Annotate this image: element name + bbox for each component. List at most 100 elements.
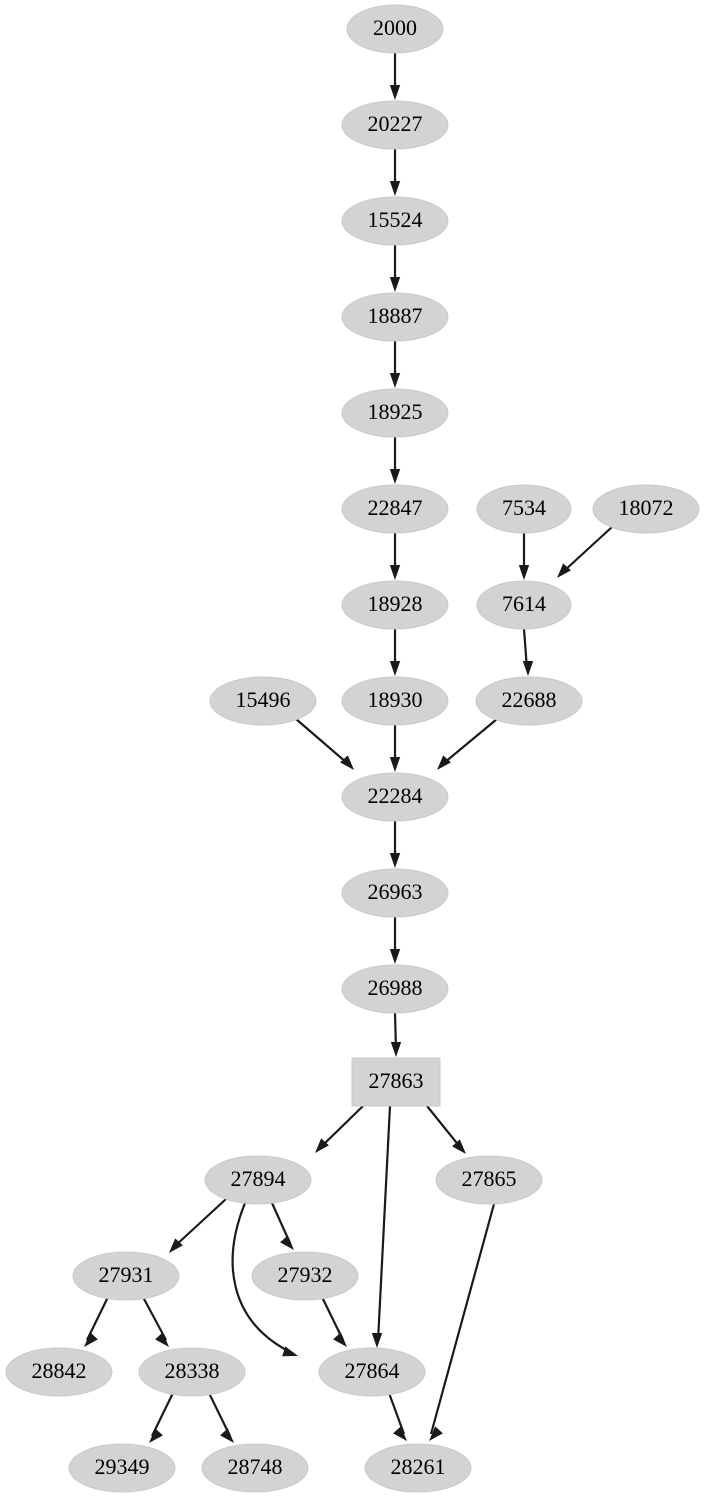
graph-node-ellipse[interactable]: 22284 <box>341 772 449 822</box>
node-shape-15524[interactable] <box>341 196 449 246</box>
node-shape-18887[interactable] <box>341 292 449 342</box>
node-shape-15496[interactable] <box>209 676 317 726</box>
node-shape-27865[interactable] <box>435 1155 543 1205</box>
graph-node-ellipse[interactable]: 2000 <box>346 4 444 54</box>
graph-node-box[interactable]: 27863 <box>351 1057 441 1107</box>
node-shape-27931[interactable] <box>72 1251 180 1301</box>
node-label-15496: 15496 <box>236 687 291 712</box>
node-shape-27894[interactable] <box>204 1155 312 1205</box>
nodes-layer: 2000 20227 15524 18887 18925 22847 7534 18072 18… <box>5 4 700 1493</box>
graph-edge <box>390 1012 402 1057</box>
node-label-27894: 27894 <box>231 1166 286 1191</box>
graph-node-ellipse[interactable]: 22847 <box>341 484 449 534</box>
graph-node-ellipse[interactable]: 27932 <box>251 1251 359 1301</box>
graph-node-ellipse[interactable]: 27864 <box>318 1347 426 1397</box>
node-label-28338: 28338 <box>165 1358 220 1383</box>
graph-node-ellipse[interactable]: 22688 <box>475 676 583 726</box>
graph-node-ellipse[interactable]: 28261 <box>364 1443 472 1493</box>
graph-edge <box>389 245 401 292</box>
node-shape-27932[interactable] <box>251 1251 359 1301</box>
graph-node-ellipse[interactable]: 18072 <box>592 484 700 534</box>
graph-node-ellipse[interactable]: 7534 <box>476 484 572 534</box>
node-label-29349: 29349 <box>95 1454 150 1479</box>
graph-node-ellipse[interactable]: 18928 <box>341 580 449 630</box>
graph-node-ellipse[interactable]: 29349 <box>68 1443 176 1493</box>
node-label-26988: 26988 <box>368 975 423 1000</box>
graph-node-ellipse[interactable]: 20227 <box>341 100 449 150</box>
graph-node-ellipse[interactable]: 26988 <box>341 964 449 1014</box>
graph-edge <box>169 1198 227 1253</box>
graph-node-ellipse[interactable]: 28338 <box>138 1347 246 1397</box>
graph-edge <box>426 1105 466 1154</box>
node-label-7614: 7614 <box>502 591 546 616</box>
node-label-18925: 18925 <box>368 399 423 424</box>
graph-node-ellipse[interactable]: 18887 <box>341 292 449 342</box>
node-shape-29349[interactable] <box>68 1443 176 1493</box>
graph-edge <box>429 1203 496 1441</box>
graph-edge <box>371 1105 392 1348</box>
node-label-28842: 28842 <box>32 1358 87 1383</box>
node-shape-18930[interactable] <box>341 676 449 726</box>
graph-node-ellipse[interactable]: 28842 <box>5 1347 113 1397</box>
node-shape-2000[interactable] <box>346 4 444 54</box>
node-shape-26963[interactable] <box>341 868 449 918</box>
graph-edge <box>389 917 401 964</box>
graph-node-ellipse[interactable]: 15496 <box>209 676 317 726</box>
graph-edge <box>142 1296 169 1347</box>
node-shape-27864[interactable] <box>318 1347 426 1397</box>
node-shape-28261[interactable] <box>364 1443 472 1493</box>
node-label-26963: 26963 <box>368 879 423 904</box>
graph-edge <box>387 1392 407 1441</box>
graph-node-ellipse[interactable]: 18930 <box>341 676 449 726</box>
graph-edge <box>231 1202 298 1357</box>
graph-node-ellipse[interactable]: 27931 <box>72 1251 180 1301</box>
graph-edge <box>389 821 401 868</box>
node-shape-7534[interactable] <box>476 484 572 534</box>
node-label-18930: 18930 <box>368 687 423 712</box>
node-shape-26988[interactable] <box>341 964 449 1014</box>
graph-node-ellipse[interactable]: 18925 <box>341 388 449 438</box>
node-shape-28338[interactable] <box>138 1347 246 1397</box>
graph-node-ellipse[interactable]: 15524 <box>341 196 449 246</box>
graph-edge <box>389 149 401 196</box>
node-label-27865: 27865 <box>462 1166 517 1191</box>
node-label-22284: 22284 <box>368 783 423 808</box>
node-label-27932: 27932 <box>278 1262 333 1287</box>
graph-edge <box>270 1202 294 1250</box>
node-shape-22847[interactable] <box>341 484 449 534</box>
graph-edge <box>522 628 534 676</box>
graph-edge <box>437 718 498 770</box>
graph-edge <box>321 1296 347 1347</box>
graph-node-ellipse[interactable]: 7614 <box>476 580 572 630</box>
graph-node-ellipse[interactable]: 27894 <box>204 1155 312 1205</box>
node-shape-28748[interactable] <box>201 1443 309 1493</box>
graph-edge <box>208 1392 234 1443</box>
graph-edge <box>389 629 401 676</box>
graph-node-ellipse[interactable]: 28748 <box>201 1443 309 1493</box>
node-shape-18072[interactable] <box>592 484 700 534</box>
graph-edge <box>557 526 613 578</box>
graph-node-ellipse[interactable]: 27865 <box>435 1155 543 1205</box>
node-shape-22284[interactable] <box>341 772 449 822</box>
node-label-18072: 18072 <box>619 495 674 520</box>
graph-node-ellipse[interactable]: 26963 <box>341 868 449 918</box>
node-label-7534: 7534 <box>502 495 546 520</box>
node-shape-7614[interactable] <box>476 580 572 630</box>
node-shape-27863[interactable] <box>351 1057 441 1107</box>
node-shape-18925[interactable] <box>341 388 449 438</box>
node-label-18928: 18928 <box>368 591 423 616</box>
node-shape-22688[interactable] <box>475 676 583 726</box>
graph-edge <box>389 53 401 100</box>
node-shape-18928[interactable] <box>341 580 449 630</box>
node-label-22847: 22847 <box>368 495 423 520</box>
graph-edge <box>389 725 401 772</box>
node-shape-28842[interactable] <box>5 1347 113 1397</box>
graph-edge <box>518 533 530 580</box>
graph-edge <box>149 1392 174 1443</box>
node-label-18887: 18887 <box>368 303 423 328</box>
node-label-28261: 28261 <box>391 1454 446 1479</box>
node-shape-20227[interactable] <box>341 100 449 150</box>
graph-edge <box>389 533 401 580</box>
